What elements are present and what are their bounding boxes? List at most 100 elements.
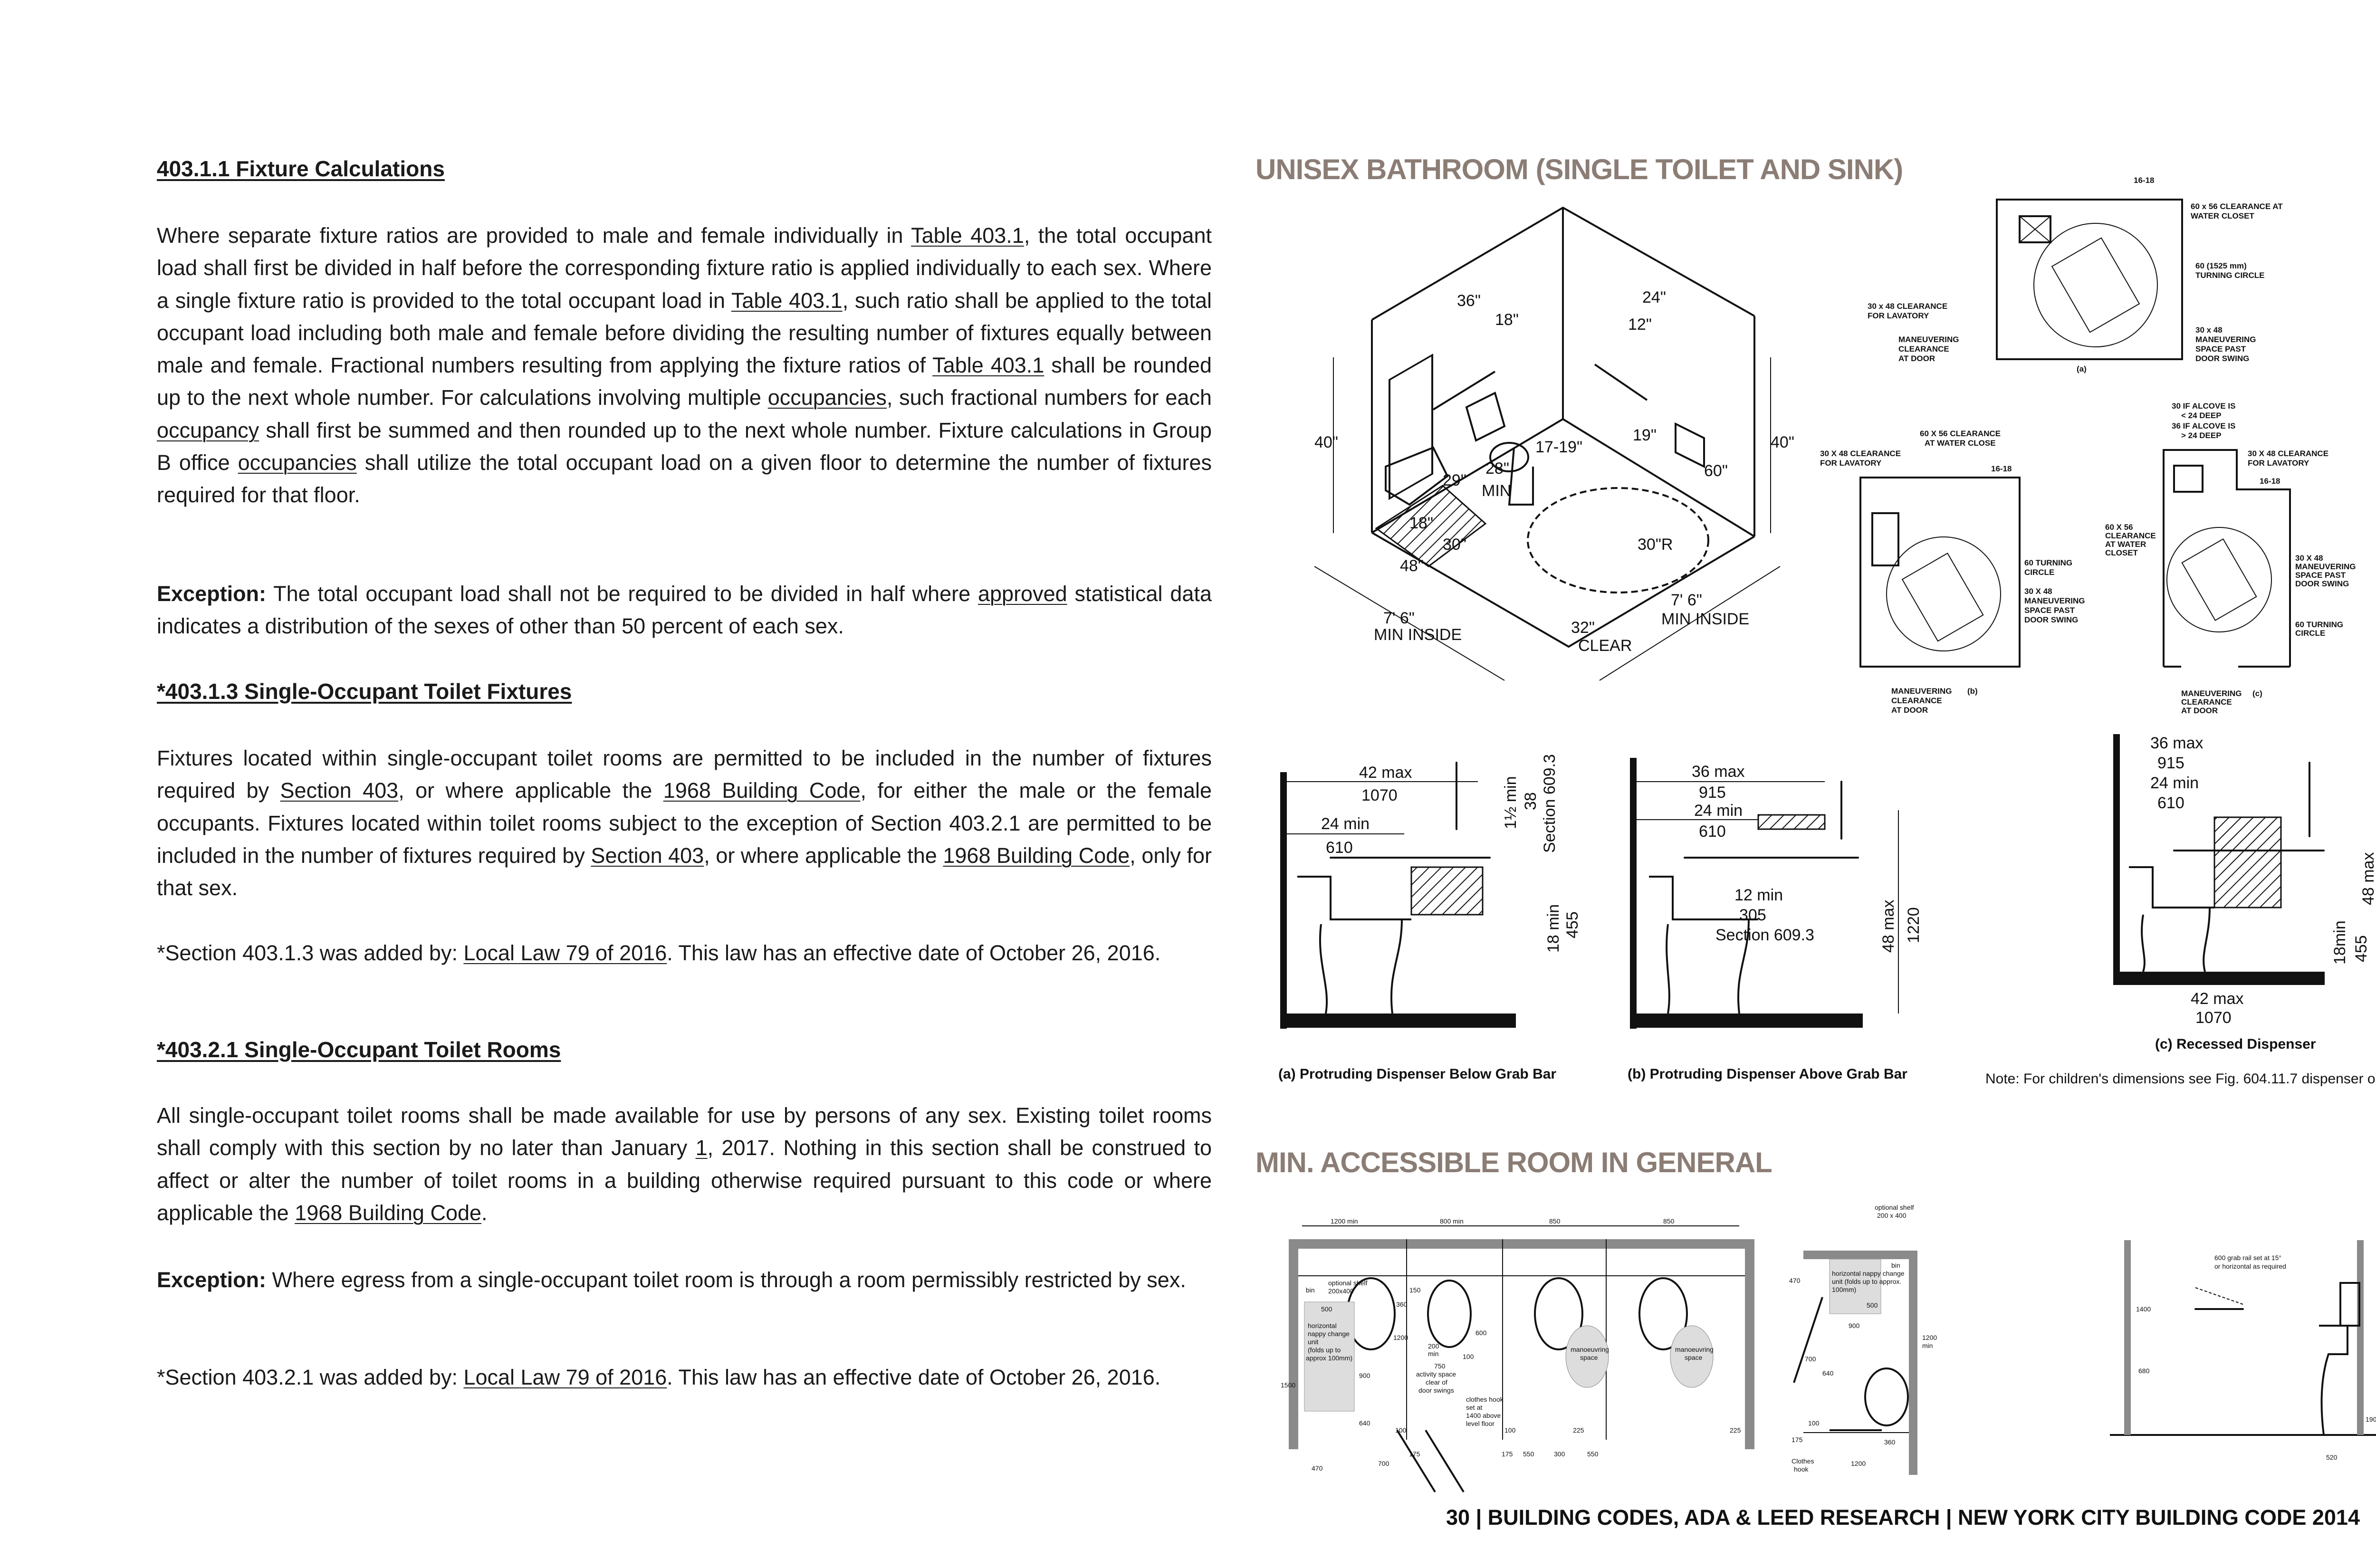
dim-label: 18" xyxy=(1495,311,1519,329)
inline-link[interactable]: occupancies xyxy=(767,385,887,410)
plan-label: CIRCLE xyxy=(2295,629,2325,638)
dim-label: 7' 6" xyxy=(1383,609,1415,627)
plan-label: 16-18 xyxy=(2260,477,2280,486)
inline-link[interactable]: 1968 Building Code xyxy=(943,843,1130,868)
plan-label: FOR LAVATORY xyxy=(2248,459,2309,468)
text-run: , or where applicable the xyxy=(704,843,943,868)
floor-plans: 60 x 56 CLEARANCE AT WATER CLOSET 60 (15… xyxy=(1820,176,2356,715)
plan-label: 60 X 56 xyxy=(2105,523,2133,532)
grab-bar-back xyxy=(1432,371,1496,411)
dim-label: 7' 6" xyxy=(1671,591,1702,609)
toilet-bowl xyxy=(1489,442,1529,472)
dim-label: 100 xyxy=(1504,1426,1516,1434)
plan-label: 30 x 48 CLEARANCE xyxy=(1868,302,1947,311)
inline-link[interactable]: Section 403 xyxy=(591,843,704,868)
inline-link[interactable]: Section 403 xyxy=(280,778,399,803)
inline-link[interactable]: Table 403.1 xyxy=(731,288,843,313)
text-run: , only for that sex. xyxy=(157,843,1212,900)
text-run: Where egress from a single-occupant toil… xyxy=(266,1268,1186,1292)
dim-label: 360 xyxy=(1884,1438,1896,1446)
inline-link[interactable]: 1968 Building Code xyxy=(663,778,861,803)
inline-link[interactable]: occupancies xyxy=(238,450,357,475)
dim-label: manoeuvring xyxy=(1571,1346,1609,1353)
plan-label: < 24 DEEP xyxy=(2181,411,2222,420)
text-run: shall utilize the total occupant load on… xyxy=(157,450,1212,507)
dim-label: CLEAR xyxy=(1578,637,1632,655)
dim-label: 24 min xyxy=(1321,815,1370,833)
dim-label: MIN INSIDE xyxy=(1374,626,1462,644)
dim-label: 100 xyxy=(1463,1353,1474,1360)
dim-label: 18" xyxy=(1409,514,1433,532)
plan-label: 16-18 xyxy=(1991,464,2012,473)
inline-link[interactable]: 1968 Building Code xyxy=(295,1200,482,1225)
dim-label: 800 min xyxy=(1440,1217,1464,1225)
dim-label: 19" xyxy=(1633,426,1657,444)
plan-label: DOOR SWING xyxy=(2195,354,2249,363)
dim-label: 1070 xyxy=(1361,786,1398,804)
inline-link[interactable]: Local Law 79 of 2016 xyxy=(463,1365,667,1389)
dim-label: 18 min xyxy=(1544,904,1562,953)
paragraph-exception-1: Exception: The total occupant load shall… xyxy=(157,578,1212,643)
dim-label: 300 xyxy=(1554,1450,1565,1458)
caption-recessed: (c) Recessed Dispenser xyxy=(2155,1036,2316,1052)
text-run: statistical data indicates a distributio… xyxy=(157,582,1212,639)
mirror xyxy=(1389,354,1433,500)
dim-label: horizontal nappy change xyxy=(1832,1270,1905,1277)
plan-label: SPACE PAST xyxy=(2195,344,2246,354)
dim-label: 18min xyxy=(2331,920,2349,965)
dim-label: level floor xyxy=(1466,1420,1495,1427)
text-run: Where separate fixture ratios are provid… xyxy=(157,223,911,248)
text-run: , for either the male or the female occu… xyxy=(157,778,1212,868)
dim-label: 42 max xyxy=(1359,764,1412,782)
inline-link[interactable]: 1 xyxy=(695,1136,708,1160)
dim-label: 150 xyxy=(1409,1286,1421,1294)
dim-label: 24" xyxy=(1642,288,1666,306)
dim-label: activity space xyxy=(1416,1370,1456,1378)
sink xyxy=(1385,446,1449,506)
dim-label: unit xyxy=(1308,1338,1319,1346)
inline-link[interactable]: approved xyxy=(977,582,1067,606)
dim-label: 520 xyxy=(2326,1453,2338,1461)
plan-label: 30 X 48 CLEARANCE xyxy=(2248,449,2328,458)
text-run: , or where applicable the xyxy=(398,778,663,803)
page-footer: 30 | BUILDING CODES, ADA & LEED RESEARCH… xyxy=(1446,1505,2360,1530)
dim-label: 175 xyxy=(1502,1450,1513,1458)
dim-label: 175 xyxy=(1792,1436,1803,1444)
caption-protruding-below: (a) Protruding Dispenser Below Grab Bar xyxy=(1278,1066,1556,1082)
dim-label: 550 xyxy=(1523,1450,1534,1458)
plan-label: 60 X 56 CLEARANCE xyxy=(1920,429,2001,438)
plan-label: CLEARANCE xyxy=(2105,531,2156,540)
inline-link[interactable]: occupancy xyxy=(157,418,259,442)
dim-label: 500 xyxy=(1321,1305,1332,1313)
dim-label: 470 xyxy=(1789,1277,1801,1284)
inline-link[interactable]: Table 403.1 xyxy=(932,353,1044,378)
dim-label: 40" xyxy=(1314,433,1338,451)
dim-label: 24 min xyxy=(2150,774,2199,792)
plan-label: (a) xyxy=(2077,364,2087,373)
dim-label: 915 xyxy=(2157,754,2184,772)
inline-link[interactable]: Local Law 79 of 2016 xyxy=(463,941,667,965)
plan-label: CLEARANCE xyxy=(2181,698,2232,707)
dim-label: manoeuvring xyxy=(1675,1346,1714,1353)
dim-label: 1400 xyxy=(2136,1305,2151,1313)
dispenser xyxy=(1675,422,1705,468)
plan-label: MANEUVERING xyxy=(2295,562,2356,571)
dim-label: 12 min xyxy=(1734,886,1783,904)
bold-label: Exception: xyxy=(157,1268,267,1292)
dim-label: 500 xyxy=(1867,1301,1878,1309)
plan-label: WATER CLOSET xyxy=(2191,211,2254,220)
paragraph-exception-2: Exception: Where egress from a single-oc… xyxy=(157,1264,1212,1296)
dim-label: 1500 xyxy=(1281,1381,1295,1389)
inline-link[interactable]: Table 403.1 xyxy=(911,223,1024,248)
text-run: , the total occupant load shall first be… xyxy=(157,223,1212,313)
dim-label: bin xyxy=(1306,1286,1315,1294)
dim-label: 29" xyxy=(1443,471,1466,489)
dim-label: 30" xyxy=(1443,535,1466,554)
dim-label: set at xyxy=(1466,1404,1482,1411)
plan-label: 16-18 xyxy=(2134,176,2154,185)
dim-label: 200x400 xyxy=(1328,1287,1354,1295)
figure-heading-min-accessible-room: MIN. ACCESSIBLE ROOM IN GENERAL xyxy=(1255,1147,1772,1178)
dim-label: 48 max xyxy=(1879,900,1897,953)
dim-label: 36 max xyxy=(2150,734,2204,752)
text-run: . xyxy=(481,1200,488,1225)
